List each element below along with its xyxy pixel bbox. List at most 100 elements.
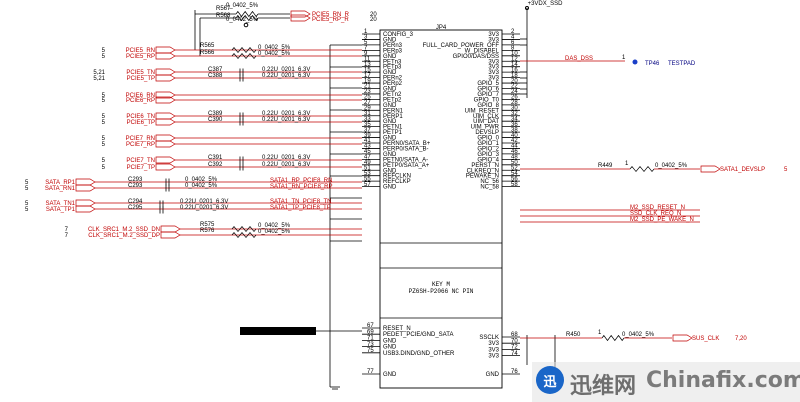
ref-r450: R450 [566, 332, 581, 338]
page-ref: 5 [102, 136, 106, 142]
net-ssd_clk_req_n: SSD_CLK_REQ_N [630, 211, 681, 217]
pin-name: PERp3 [383, 48, 403, 54]
ref-r568: R568 [216, 13, 231, 19]
pin-number: 54 [511, 171, 518, 177]
ref-cap: C390 [208, 117, 223, 123]
connector-body [379, 29, 503, 389]
pin-number: 33 [364, 116, 371, 122]
port-pcie5_tp [155, 74, 176, 82]
pin-name: RESET_N [383, 326, 411, 332]
port-pcie5-rp-r [290, 14, 311, 22]
net-m2_ssd_reset_n: M2_SSD_RESET_N [630, 205, 685, 211]
pin-name: GPIO_5 [477, 81, 499, 87]
net-pcie5_rp: PCIE5_RP [126, 54, 155, 60]
ref-r449: R449 [598, 163, 613, 169]
pin-name: GND [383, 152, 397, 158]
pin-number: 6 [511, 40, 515, 46]
testpad-name: TESTPAD [668, 61, 696, 67]
port-pcie5_rn [155, 46, 176, 54]
pin-1: 1 [622, 55, 626, 61]
val-cap: 0.22U_0201_6.3V [262, 67, 310, 73]
page-ref: 5 [102, 54, 106, 60]
pin-number: 57 [364, 182, 371, 188]
pin-name: GND [383, 37, 397, 43]
pin-number: 41 [364, 138, 371, 144]
resistor-r568 [235, 14, 259, 22]
resistor-r567 [235, 10, 259, 18]
net-mid: SATA1_RN_PCIE8_RP [270, 184, 332, 190]
pin-name: PERP0/SATA_B- [383, 146, 428, 152]
val-r568: 0_0402_5% [226, 17, 259, 23]
pin-number: 4 [511, 35, 515, 41]
pin-number: 23 [364, 89, 371, 95]
port-sata_tp1 [75, 205, 96, 213]
val-cap: 0.22U_0201_6.3V [262, 111, 310, 117]
pin-number: 27 [364, 100, 371, 106]
pin-number: 20 [511, 78, 518, 84]
pin-number: 13 [364, 62, 371, 68]
net-m2_ssd_pe_wake_n: M2_SSD_PE_WAKE_N [630, 217, 694, 223]
pin-name: GPIO_3 [477, 152, 499, 158]
pin-name: GND [486, 372, 500, 378]
val-r576: 0_0402_5% [258, 229, 291, 235]
val-r566: 0_0402_5% [258, 51, 291, 57]
page-ref: 5,21 [93, 76, 105, 82]
pin-number: 17 [364, 73, 371, 79]
pin-name: 3V3 [488, 32, 499, 38]
port-pcie7_tn [155, 156, 176, 164]
ref-r565: R565 [200, 43, 215, 49]
pin-number: 56 [511, 176, 518, 182]
page-ref: 5 [102, 48, 106, 54]
pin-name: 3V3 [488, 59, 499, 65]
pin-number: 21 [364, 84, 371, 90]
pin-name: PERN0/SATA_B+ [383, 141, 431, 147]
pin-number: 53 [364, 171, 371, 177]
net-sata_rp1: SATA_RP1 [45, 180, 75, 186]
page-ref: 5 [102, 142, 106, 148]
pin-name: GND [383, 87, 397, 93]
page-ref: 20 [370, 12, 377, 18]
pin-name: GPIO_8 [477, 103, 499, 109]
val-cap: 0.22U_0201_6.3V [262, 162, 310, 168]
net-pcie7_tn: PCIE7_TN [126, 158, 155, 164]
pin-number: 31 [364, 111, 371, 117]
pin-name: GND [383, 185, 397, 191]
resistor-r565 [231, 46, 257, 54]
net-pcie7_rn: PCIE7_RN [126, 136, 155, 142]
pin-number: 37 [364, 127, 371, 133]
val-r449: 0_0402_5% [655, 163, 688, 169]
pin-name: PERN1 [383, 108, 404, 114]
connector-key: KEY M [432, 281, 450, 288]
pin-name: 3V3 [488, 70, 499, 76]
page-ref: 20 [370, 17, 377, 23]
net-clk_src1_m2_ssd_dp: CLK_SRC1_M.2_SSD_DP [88, 233, 160, 239]
pin-number: 1 [364, 29, 368, 35]
net-mid: SATA1_TP_PCIE8_TP [270, 205, 331, 211]
net-clk_src1_m2_ssd_dn: CLK_SRC1_M.2_SSD_DN [88, 227, 160, 233]
pin-name: PEWAKE_N [466, 174, 499, 180]
port-pcie7_tp [155, 163, 176, 171]
pin-name: GPIO_7 [477, 92, 499, 98]
pin-number: 24 [511, 89, 518, 95]
pin-name: NC_56 [480, 179, 499, 185]
net-pcie5-rn-r: PCIE5_RN_R [312, 12, 350, 18]
pin-name: GPIO0/DAS/DSS [453, 54, 499, 60]
port-pcie5_tn [155, 68, 176, 76]
pin-name: CONFIG_3 [383, 32, 414, 38]
net-pcie6_tp: PCIE6_TP [127, 120, 155, 126]
port-sata_tn1 [75, 199, 96, 207]
pin-name: REFCLKP [383, 179, 411, 185]
testpad-ref: TP46 [645, 61, 660, 67]
net-pcie5_rn: PCIE5_RN [126, 48, 155, 54]
net-das-dss: DAS_DSS [565, 56, 593, 62]
page-ref: 5,21 [93, 70, 105, 76]
pin-number: 77 [367, 369, 374, 375]
pin-number: 69 [367, 329, 374, 335]
page-ref: 5 [25, 207, 29, 213]
vdx-label: +3VDX_SSD [528, 1, 564, 7]
ref-r567: R567 [216, 6, 231, 12]
pin-number: 76 [511, 369, 518, 375]
pin-number: 55 [364, 176, 371, 182]
pin-name: REFCLKN [383, 174, 411, 180]
